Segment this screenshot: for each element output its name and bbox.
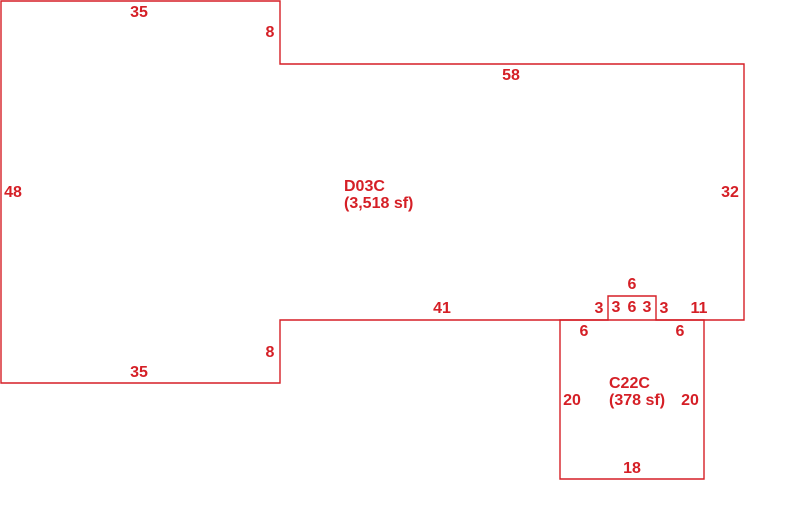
- dim-bump-inner: 6: [628, 299, 637, 316]
- dim-d03c-top-right: 58: [502, 67, 520, 84]
- dim-c22c-bottom: 18: [623, 460, 641, 477]
- c22c-outline: [559, 319, 705, 480]
- dim-bump-left-outer: 3: [595, 300, 604, 317]
- dim-bump-top: 6: [628, 276, 637, 293]
- dim-d03c-step-bottom: 8: [266, 344, 275, 361]
- dim-d03c-bottom-mid: 41: [433, 300, 451, 317]
- dim-d03c-right: 32: [721, 184, 739, 201]
- dim-d03c-bottom-left: 35: [130, 364, 148, 381]
- c22c-code-label: C22C: [609, 375, 650, 392]
- dim-bump-right-inner: 3: [643, 299, 652, 316]
- dim-c22c-top-right: 6: [676, 323, 685, 340]
- dim-d03c-bottom-right: 11: [691, 300, 708, 317]
- dim-c22c-left: 20: [563, 392, 581, 409]
- dim-bump-left-inner: 3: [612, 299, 621, 316]
- d03c-code-label: D03C: [344, 178, 385, 195]
- dim-bump-right-outer: 3: [660, 300, 669, 317]
- c22c-area-label: (378 sf): [609, 392, 665, 409]
- d03c-outline: [0, 0, 745, 384]
- dim-c22c-top-left: 6: [580, 323, 589, 340]
- dim-d03c-left: 48: [4, 184, 22, 201]
- d03c-area-label: (3,518 sf): [344, 195, 413, 212]
- dim-c22c-right: 20: [681, 392, 699, 409]
- dim-d03c-top-left: 35: [130, 4, 148, 21]
- dim-d03c-step-top: 8: [266, 24, 275, 41]
